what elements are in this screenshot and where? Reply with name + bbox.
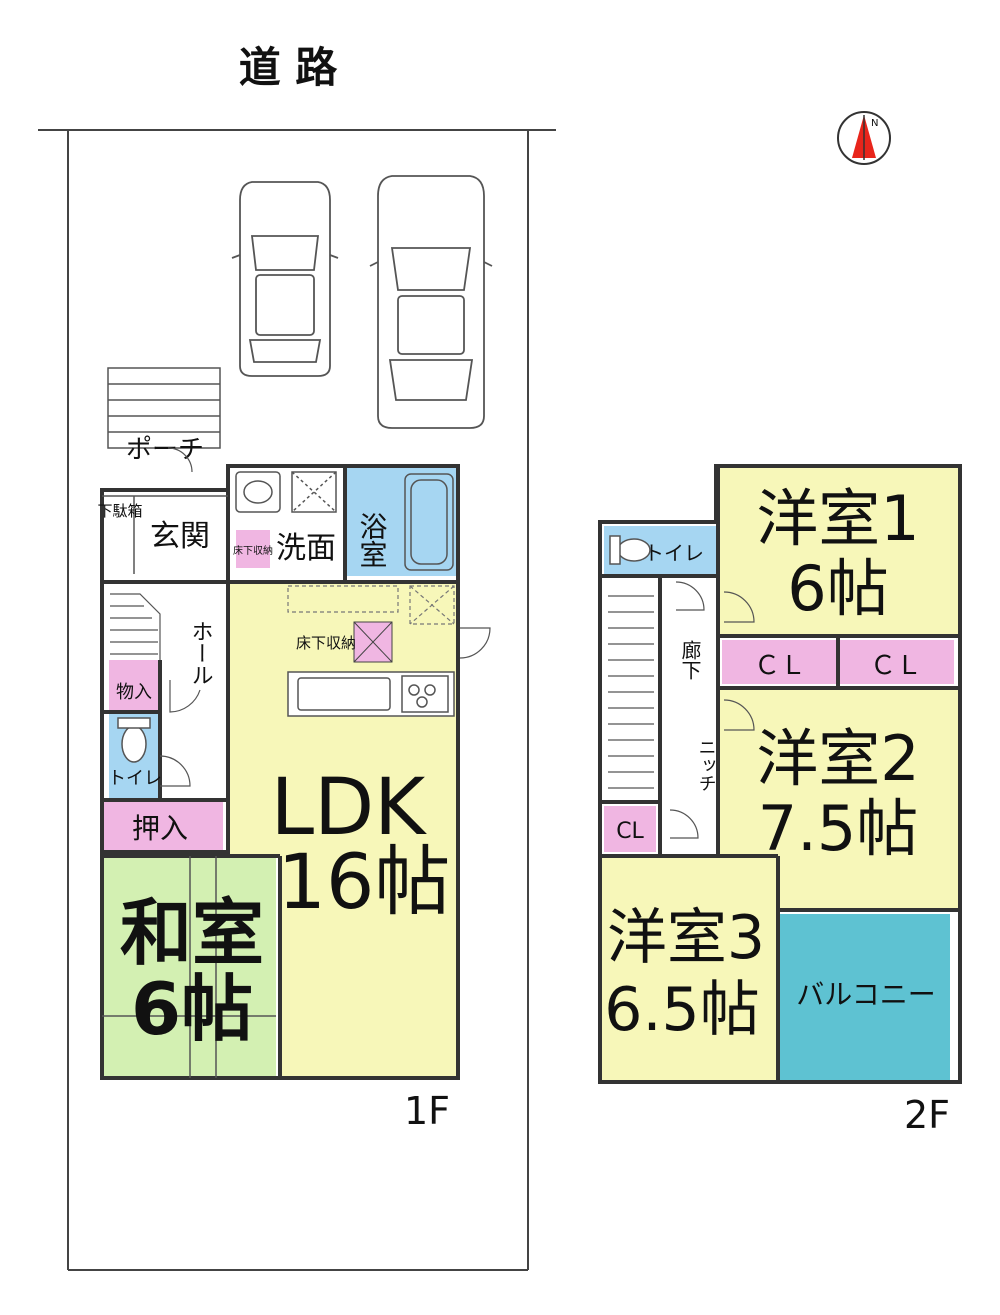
walls-1f — [100, 464, 460, 1080]
toilet-1f-label: トイレ — [108, 768, 162, 789]
toilet-2f-label: トイレ — [644, 541, 704, 565]
closet-1f — [103, 800, 223, 850]
closet-label: 押入 — [132, 812, 188, 845]
floor-2-label: 2F — [904, 1093, 950, 1137]
bath-label: 浴室 — [356, 512, 389, 568]
washroom-label: 洗面 — [276, 531, 336, 566]
toilet-icon — [609, 535, 651, 565]
ldk-name: LDK — [271, 763, 428, 853]
cl-small-label: CL — [616, 819, 644, 844]
cl-left — [722, 640, 836, 684]
storage-1f — [109, 660, 159, 712]
kitchen-counter — [287, 671, 455, 717]
room1-size: 6帖 — [787, 552, 888, 625]
lot-boundary — [38, 129, 556, 1271]
underfloor-label: 床下収納 — [296, 634, 356, 652]
room3-size: 6.5帖 — [604, 975, 759, 1045]
japanese-room-size: 6帖 — [131, 967, 253, 1051]
corridor-label: 廊下 — [678, 640, 702, 680]
room3 — [602, 856, 778, 1080]
kitchen-cabinet — [287, 585, 455, 625]
shoebox-label-text: 下駄箱 — [97, 502, 142, 520]
underfloor-x-icon — [353, 621, 393, 663]
niche-label: ニッチ — [696, 738, 717, 792]
walls-2f — [598, 464, 962, 1084]
toilet-icon — [117, 717, 151, 763]
room1 — [718, 466, 958, 634]
japanese-room-name: 和室 — [120, 891, 264, 975]
underfloor-small-mark — [236, 530, 270, 568]
entrance-label: 玄関 — [150, 519, 210, 554]
underfloor-small-label: 床下収納 — [233, 544, 273, 557]
balcony — [780, 914, 950, 1080]
cl-right — [840, 640, 954, 684]
shoebox-label: 下駄箱 — [97, 502, 142, 520]
room1-name: 洋室1 — [756, 482, 919, 555]
stairs-1f — [110, 593, 161, 660]
car-icon — [231, 181, 339, 377]
washbasin-icon — [235, 471, 337, 513]
stairs-2f — [608, 595, 654, 789]
storage-label: 物入 — [116, 682, 152, 703]
room3-name: 洋室3 — [607, 903, 765, 973]
door-swing — [669, 581, 755, 839]
room2-size: 7.5帖 — [758, 792, 919, 865]
floor-1-label: 1F — [404, 1089, 450, 1133]
car-icon — [369, 175, 493, 429]
cl-left-label: ＣＬ — [754, 651, 806, 681]
cl-right-label: ＣＬ — [870, 651, 922, 681]
ldk-size: 16帖 — [278, 837, 451, 926]
room2-name: 洋室2 — [756, 722, 919, 795]
bathtub-icon — [404, 473, 454, 571]
japanese-room — [102, 856, 276, 1078]
hall-label: ホール — [188, 620, 213, 686]
door-swing — [159, 447, 491, 787]
balcony-label: バルコニー — [796, 978, 935, 1011]
cl-small — [604, 806, 656, 852]
porch-label: ポーチ — [126, 435, 204, 465]
room2 — [718, 690, 958, 908]
porch-steps — [107, 367, 221, 449]
north-arrow-icon: N — [837, 111, 891, 165]
road-label: 道 路 — [239, 43, 339, 92]
north-label: N — [871, 118, 878, 129]
